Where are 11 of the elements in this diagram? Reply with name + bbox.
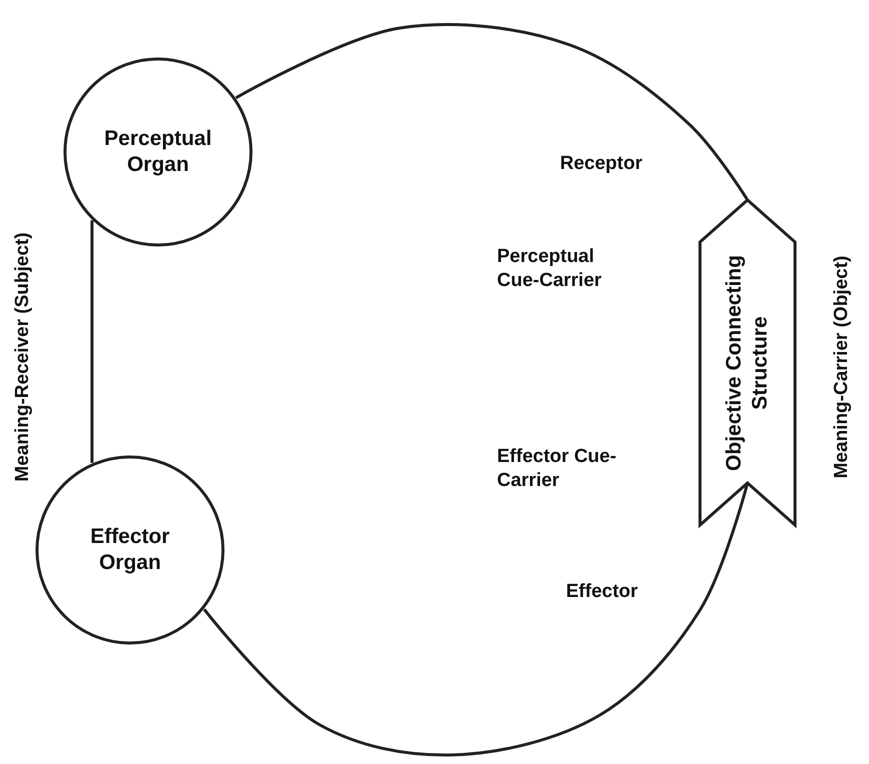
organ-label: Perceptual Organ	[103, 126, 213, 178]
arc-line	[235, 23, 749, 201]
text-label: Effector	[566, 580, 639, 604]
text-label: Meaning-Receiver (Subject)	[11, 231, 34, 484]
connecting-line	[90, 220, 94, 463]
text-label: Meaning-Carrier (Object)	[830, 254, 853, 480]
text-label: Effector Cue-Carrier	[497, 445, 618, 493]
text-label: Perceptual Cue-Carrier	[497, 245, 603, 293]
band-label: Objective Connecting Structure	[722, 254, 772, 472]
text-label: Receptor	[560, 152, 644, 176]
organ-label: Effector Organ	[89, 524, 171, 576]
